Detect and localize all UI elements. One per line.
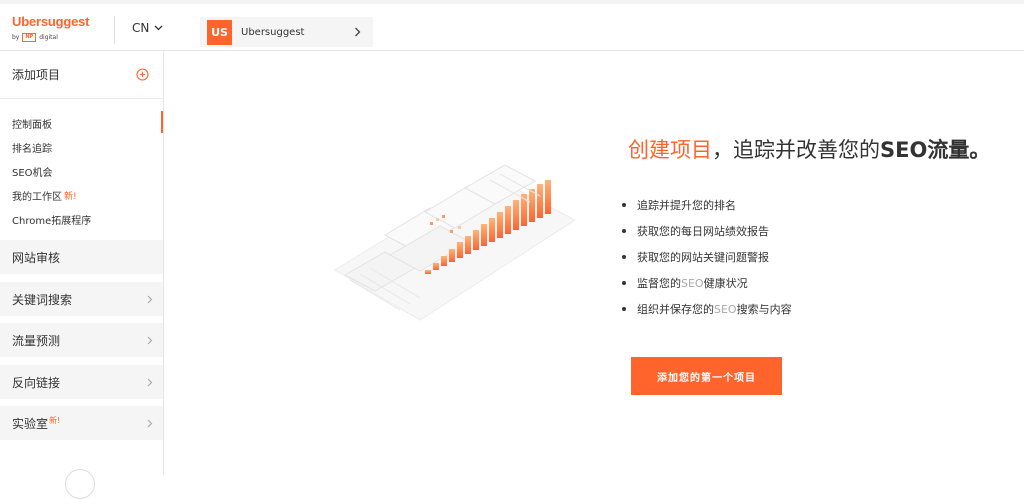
sidebar-nav: 控制面板 排名追踪 SEO机会 我的工作区 新! Chrome拓展程序 <box>0 111 163 231</box>
avatar[interactable] <box>65 469 95 499</box>
sidebar-item-rank-tracking[interactable]: 排名追踪 <box>0 135 163 159</box>
project-name: Ubersuggest <box>241 26 305 38</box>
ubersuggest-logo[interactable]: Ubersuggest by NP digital <box>12 14 92 42</box>
sidebar-section-keyword-research[interactable]: 关键词搜索 <box>0 282 163 316</box>
section-label: 反向链接 <box>12 375 61 390</box>
sidebar-item-seo-opportunities[interactable]: SEO机会 <box>0 159 163 183</box>
hero-title-accent: 创建项目 <box>628 138 712 162</box>
language-label: CN <box>132 21 150 35</box>
project-selector[interactable]: US Ubersuggest <box>200 17 373 47</box>
section-label: 实验室 <box>12 416 49 431</box>
bullet-text: 组织并保存您的 <box>637 303 714 316</box>
add-project-button[interactable]: 添加项目 <box>0 51 163 98</box>
sidebar-item-chrome-extension[interactable]: Chrome拓展程序 <box>0 207 163 231</box>
topbar-divider <box>114 16 115 44</box>
sidebar-item-dashboard[interactable]: 控制面板 <box>0 111 163 135</box>
list-item: 获取您的每日网站绩效报告 <box>622 218 792 244</box>
chevron-down-icon <box>154 25 163 31</box>
sidebar-section-traffic-analyzer[interactable]: 流量预测 <box>0 323 163 357</box>
sidebar-item-label: 排名追踪 <box>12 143 52 155</box>
sidebar-section-labs[interactable]: 实验室新! <box>0 406 163 440</box>
bullet-text-light: SEO <box>714 302 737 316</box>
bullet-icon <box>622 203 626 207</box>
bullet-text: 获取您的每日网站绩效报告 <box>637 225 769 238</box>
sidebar-item-label: SEO机会 <box>12 167 53 179</box>
list-item: 追踪并提升您的排名 <box>622 192 792 218</box>
project-badge: US <box>207 19 232 45</box>
sidebar-item-label: Chrome拓展程序 <box>12 215 92 227</box>
chevron-right-icon <box>147 295 153 303</box>
logo-digital: digital <box>39 34 58 41</box>
sidebar-section-site-audit[interactable]: 网站审核 <box>0 240 163 274</box>
add-first-project-button[interactable]: 添加您的第一个项目 <box>631 357 782 395</box>
logo-text: Ubersuggest <box>12 14 90 29</box>
bullet-icon <box>622 307 626 311</box>
hero-title-end: 流量。 <box>927 138 991 162</box>
benefits-list: 追踪并提升您的排名 获取您的每日网站绩效报告 获取您的网站关键问题警报 监督您的… <box>622 192 792 322</box>
bullet-text: 监督您的 <box>637 277 681 290</box>
sidebar-divider <box>0 98 163 99</box>
sidebar: 添加项目 控制面板 排名追踪 SEO机会 我的工作区 新! Chrome拓展程序… <box>0 51 164 499</box>
chevron-right-icon <box>147 378 153 386</box>
new-badge: 新! <box>49 415 61 425</box>
add-circle-icon <box>136 68 149 81</box>
top-bar: Ubersuggest by NP digital CN US Ubersugg… <box>0 0 1024 51</box>
dashboard-illustration <box>334 164 576 321</box>
chevron-right-icon <box>355 27 361 37</box>
sidebar-section-backlinks[interactable]: 反向链接 <box>0 365 163 399</box>
chevron-right-icon <box>147 419 153 427</box>
bullet-text-light: SEO <box>681 276 704 290</box>
sidebar-item-workspace[interactable]: 我的工作区 新! <box>0 183 163 207</box>
bullet-text: 追踪并提升您的排名 <box>637 199 736 212</box>
hero-title: 创建项目，追踪并改善您的SEO流量。 <box>628 134 990 164</box>
hero-title-bold: SEO <box>880 138 928 162</box>
section-label-wrap: 实验室新! <box>12 415 60 432</box>
sidebar-item-label: 控制面板 <box>12 119 52 131</box>
bullet-text: 获取您的网站关键问题警报 <box>637 251 769 264</box>
hero-title-rest: ，追踪并改善您的 <box>712 138 880 162</box>
bullet-icon <box>622 281 626 285</box>
chevron-right-icon <box>147 336 153 344</box>
bullet-icon <box>622 255 626 259</box>
bullet-icon <box>622 229 626 233</box>
logo-by: by <box>12 34 20 41</box>
np-logo-icon: NP <box>22 33 37 42</box>
sidebar-item-label: 我的工作区 <box>12 191 62 203</box>
new-badge: 新! <box>64 191 77 202</box>
logo-byline: by NP digital <box>12 33 92 42</box>
language-selector[interactable]: CN <box>132 21 163 35</box>
section-label: 网站审核 <box>12 250 61 265</box>
bullet-text-post: 搜索与内容 <box>736 303 792 316</box>
section-label: 关键词搜索 <box>12 292 73 307</box>
list-item: 获取您的网站关键问题警报 <box>622 244 792 270</box>
bullet-text-post: 健康状况 <box>703 277 748 290</box>
add-project-label: 添加项目 <box>12 68 61 82</box>
section-label: 流量预测 <box>12 333 61 348</box>
